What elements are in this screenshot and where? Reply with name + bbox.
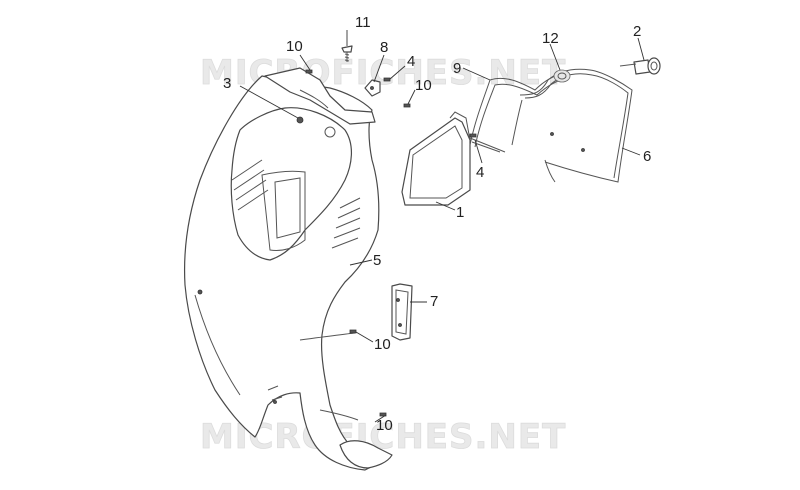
- screw-part-10-a: [305, 69, 313, 74]
- plate-part-7: [391, 283, 413, 341]
- screw-part-11: [341, 45, 353, 62]
- callout-2: 2: [633, 23, 641, 40]
- callout-10-bottom: 10: [376, 417, 393, 434]
- callout-5: 5: [373, 252, 381, 269]
- callout-10-middle: 10: [374, 336, 391, 353]
- leader-lines: [239, 30, 645, 423]
- screw-part-10-b: [403, 103, 411, 108]
- rear-panel-part-6: [511, 68, 633, 183]
- callout-4-top: 4: [407, 53, 415, 70]
- screw-part-10-c: [349, 329, 357, 334]
- callout-10-top: 10: [286, 38, 303, 55]
- callout-9: 9: [453, 60, 461, 77]
- callout-3: 3: [223, 75, 231, 92]
- callout-8: 8: [380, 39, 388, 56]
- bracket-part-8: [364, 79, 381, 97]
- screw-part-4-a: [383, 77, 391, 82]
- lock-part-2: [619, 57, 661, 75]
- callout-12: 12: [542, 30, 559, 47]
- callout-1: 1: [456, 204, 464, 221]
- callout-4-lower: 4: [476, 164, 484, 181]
- screw-part-10-d: [379, 412, 387, 417]
- grommet-part-12: [553, 69, 571, 83]
- screw-part-4-b: [469, 133, 506, 153]
- front-shield-part-5: [184, 67, 393, 471]
- glovebox-part-1: [401, 111, 471, 206]
- callout-10-right: 10: [415, 77, 432, 94]
- callout-7: 7: [430, 293, 438, 310]
- callout-6: 6: [643, 148, 651, 165]
- callout-11: 11: [355, 14, 371, 31]
